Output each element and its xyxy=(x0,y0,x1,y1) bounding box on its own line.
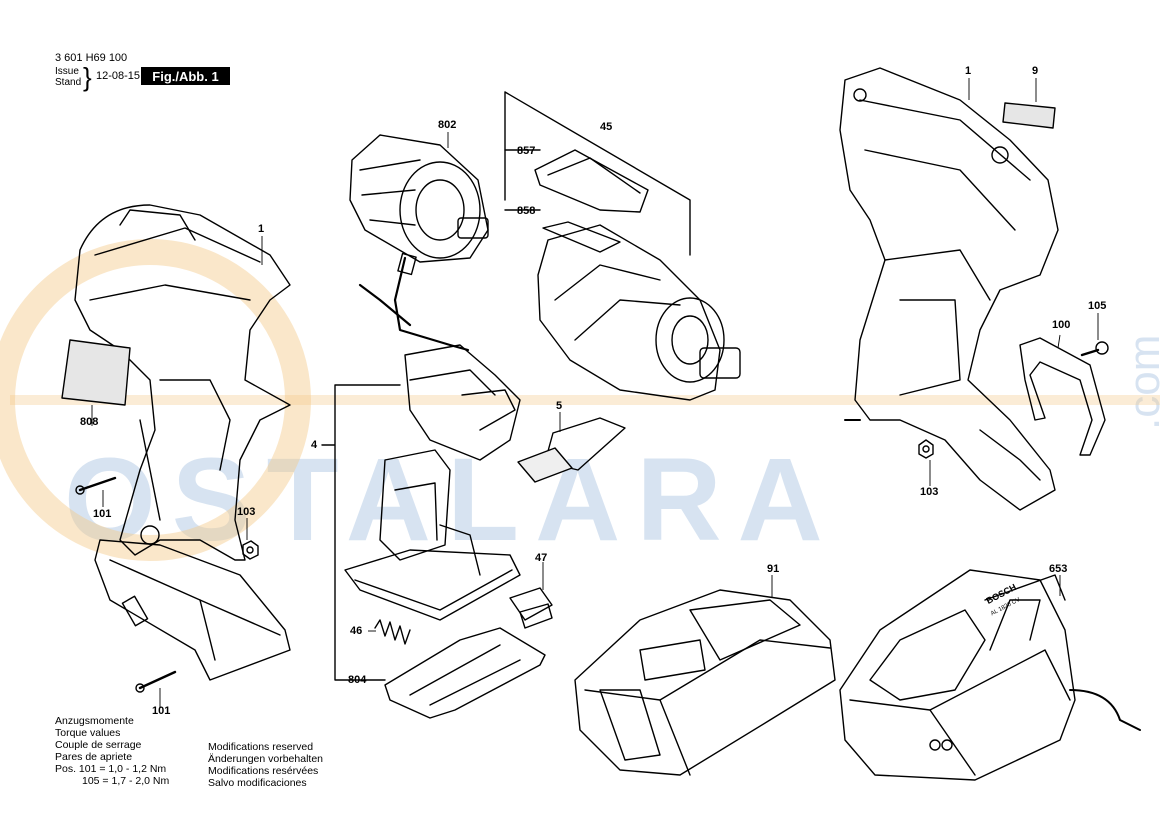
cover-857-drawing xyxy=(534,149,649,213)
callout-101-top: 101 xyxy=(93,508,112,520)
housing-left-drawing xyxy=(74,204,291,561)
callout-808: 808 xyxy=(80,416,99,428)
group-4-bracket xyxy=(321,384,401,681)
housing-left-foot-drawing xyxy=(94,539,291,681)
callout-101-bottom: 101 xyxy=(152,705,171,717)
screw-101-top-drawing xyxy=(75,476,117,495)
callout-1-right: 1 xyxy=(965,65,972,77)
motor-802-drawing xyxy=(349,134,489,263)
callout-804: 804 xyxy=(348,674,367,686)
stand-label: Stand xyxy=(55,77,82,88)
group-45-bracket xyxy=(504,91,691,256)
torque-note-line5: Pos. 101 = 1,0 - 1,2 Nm xyxy=(55,763,167,775)
watermark-ring xyxy=(0,239,1160,561)
part-47-drawing xyxy=(509,587,553,629)
callout-653: 653 xyxy=(1049,563,1068,575)
label-9-drawing xyxy=(1002,102,1056,129)
screw-101-bottom-drawing xyxy=(135,670,177,693)
callout-5: 5 xyxy=(556,400,563,412)
torque-note-line2: Torque values xyxy=(55,727,121,739)
modification-note-line2: Änderungen vorbehalten xyxy=(208,753,324,765)
torque-note-line6: 105 = 1,7 - 2,0 Nm xyxy=(82,775,170,787)
screw-105-drawing xyxy=(1080,341,1109,357)
slider-5-drawing xyxy=(517,417,626,483)
torque-note-line4: Pares de apriete xyxy=(55,751,133,763)
modification-note-line1: Modifications reserved xyxy=(208,741,314,753)
gearbox-858-drawing xyxy=(537,221,741,401)
part-number: 3 601 H69 100 xyxy=(55,52,128,64)
callout-47: 47 xyxy=(535,552,548,564)
label-808-drawing xyxy=(61,339,131,406)
callout-858: 858 xyxy=(517,205,536,217)
belt-clip-100-drawing xyxy=(1019,337,1106,456)
modification-note-line3: Modifications resérvées xyxy=(208,765,319,777)
issue-date: 12-08-15 xyxy=(96,70,141,82)
housing-right-drawing xyxy=(839,67,1059,511)
torque-note-line3: Couple de serrage xyxy=(55,739,142,751)
leader-lines xyxy=(91,78,1099,707)
torque-note-line1: Anzugsmomente xyxy=(55,715,134,727)
nut-103-right-drawing xyxy=(918,439,934,459)
issue-label: Issue xyxy=(55,66,79,77)
modification-note-line4: Salvo modificaciones xyxy=(208,777,307,789)
callout-857: 857 xyxy=(517,145,536,157)
figure-badge: Fig./Abb. 1 xyxy=(141,67,230,85)
callout-4: 4 xyxy=(311,439,318,451)
callout-46: 46 xyxy=(350,625,363,637)
callout-1-left: 1 xyxy=(258,223,265,235)
callout-802: 802 xyxy=(438,119,457,131)
callout-9: 9 xyxy=(1032,65,1039,77)
callout-45: 45 xyxy=(600,121,613,133)
issue-brace: } xyxy=(83,62,92,92)
plate-804-drawing xyxy=(384,627,546,719)
watermark-text: OSTALARA xyxy=(64,434,839,566)
callout-103-right: 103 xyxy=(920,486,939,498)
callout-103-left: 103 xyxy=(237,506,256,518)
nut-103-left-drawing xyxy=(242,540,259,560)
switch-assembly-drawing xyxy=(344,252,521,621)
spring-46-drawing xyxy=(374,619,411,645)
callout-105: 105 xyxy=(1088,300,1107,312)
battery-91-drawing xyxy=(574,589,836,776)
callout-91: 91 xyxy=(767,563,780,575)
charger-653-drawing xyxy=(839,569,1141,781)
callout-100: 100 xyxy=(1052,319,1071,331)
